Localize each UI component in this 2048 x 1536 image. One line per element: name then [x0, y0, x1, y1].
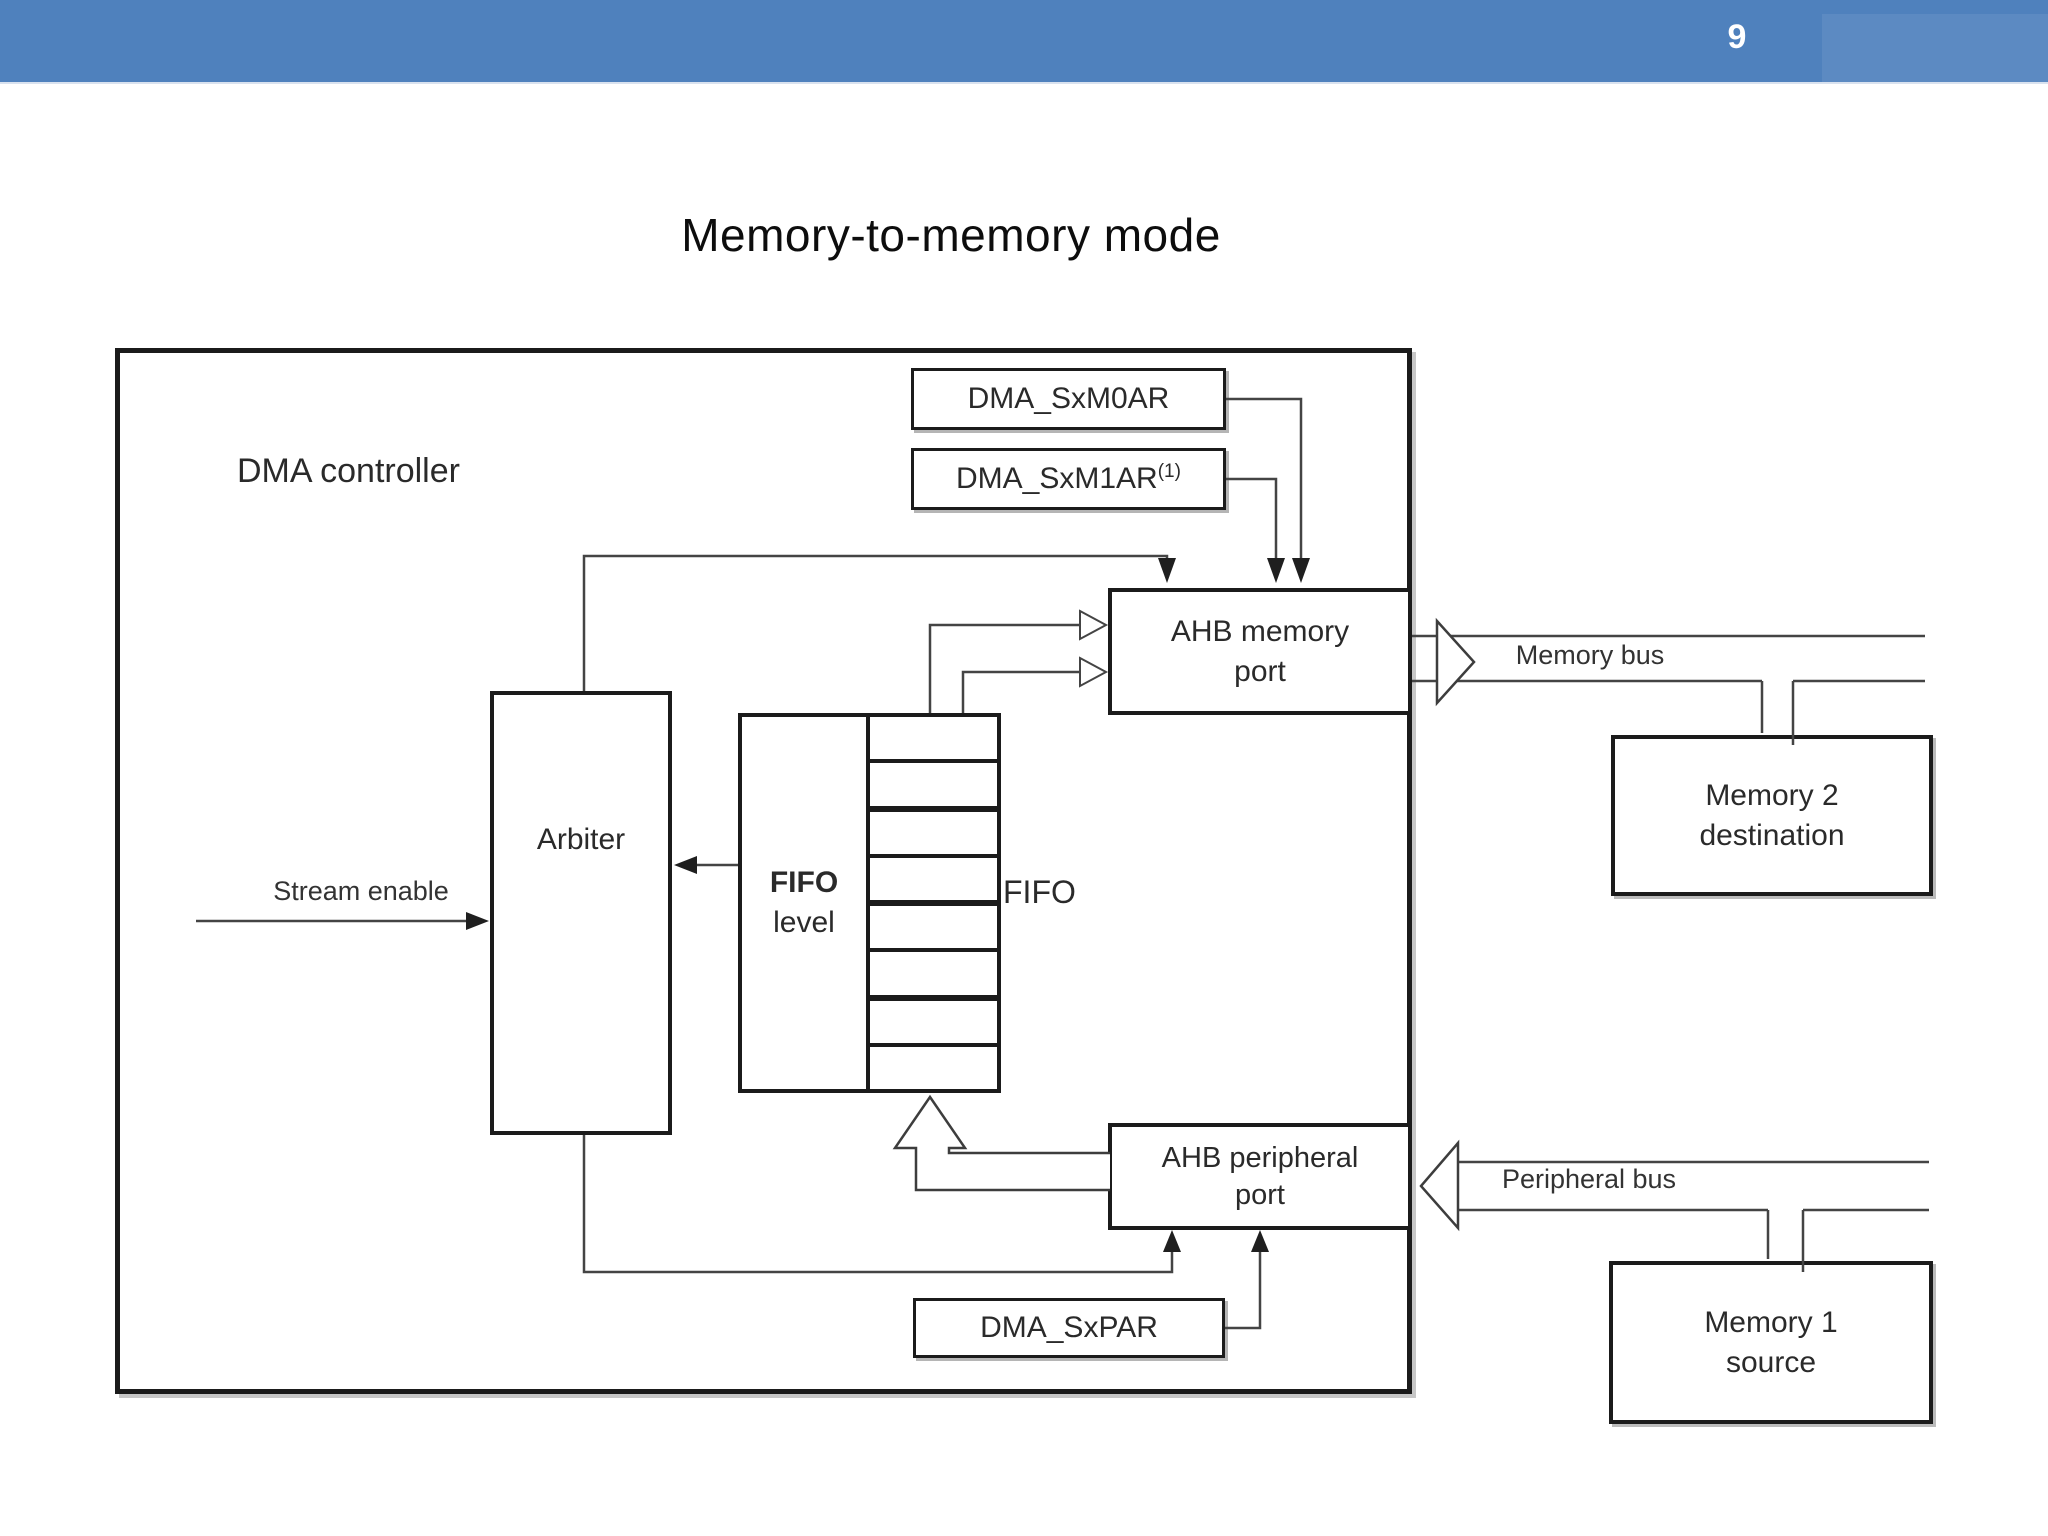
ahb-peripheral-port-line2: port — [1235, 1178, 1285, 1211]
memory1-line1: Memory 1 — [1704, 1305, 1838, 1339]
header-accent-panel — [1822, 14, 2048, 82]
fifo-slot — [870, 1047, 997, 1089]
register-dma-sxm1ar: DMA_SxM1AR(1) — [911, 448, 1226, 510]
memory2-line2: destination — [1699, 818, 1845, 852]
dma-controller-label: DMA controller — [237, 452, 460, 490]
fifo-level-line2: level — [773, 906, 835, 939]
memory2-destination-block: Memory 2 destination — [1611, 735, 1933, 896]
register-dma-sxm1ar-footnote: (1) — [1157, 461, 1181, 482]
register-dma-sxm0ar: DMA_SxM0AR — [911, 368, 1226, 430]
register-dma-sxm1ar-label: DMA_SxM1AR(1) — [956, 459, 1181, 499]
stream-enable-label: Stream enable — [273, 876, 449, 906]
fifo-slot — [870, 1001, 997, 1047]
fifo-level-line1: FIFO — [769, 866, 839, 899]
fifo-level-block: FIFO level — [738, 713, 870, 1093]
arbiter-block: Arbiter — [490, 691, 672, 1135]
register-dma-sxpar: DMA_SxPAR — [913, 1298, 1225, 1358]
peripheral-bus-wires — [1419, 1139, 1929, 1272]
ahb-memory-port-block: AHB memory port — [1108, 588, 1412, 715]
slide-header-bar — [0, 0, 2048, 84]
fifo-stack — [866, 713, 1001, 1093]
register-dma-sxpar-label: DMA_SxPAR — [980, 1311, 1158, 1344]
memory2-line1: Memory 2 — [1705, 778, 1839, 812]
fifo-slot — [870, 812, 997, 858]
register-dma-sxm0ar-label: DMA_SxM0AR — [967, 382, 1170, 415]
fifo-slot — [870, 952, 997, 1001]
fifo-slot — [870, 906, 997, 953]
memory-bus-label: Memory bus — [1515, 640, 1665, 670]
fifo-slot — [870, 717, 997, 764]
slide-title: Memory-to-memory mode — [681, 209, 1221, 261]
ahb-memory-port-line1: AHB memory — [1170, 614, 1350, 648]
memory1-line2: source — [1725, 1345, 1817, 1379]
ahb-peripheral-port-block: AHB peripheral port — [1108, 1123, 1412, 1230]
page-number: 9 — [1727, 18, 1747, 56]
memory1-source-block: Memory 1 source — [1609, 1261, 1933, 1424]
fifo-label: FIFO — [1003, 874, 1076, 910]
ahb-memory-port-line2: port — [1234, 654, 1286, 688]
register-dma-sxm1ar-text: DMA_SxM1AR — [956, 462, 1158, 495]
ahb-peripheral-port-line1: AHB peripheral — [1161, 1141, 1359, 1174]
peripheral-bus-label: Peripheral bus — [1501, 1164, 1677, 1194]
arbiter-label: Arbiter — [536, 823, 626, 856]
fifo-slot — [870, 858, 997, 906]
fifo-slot — [870, 763, 997, 812]
